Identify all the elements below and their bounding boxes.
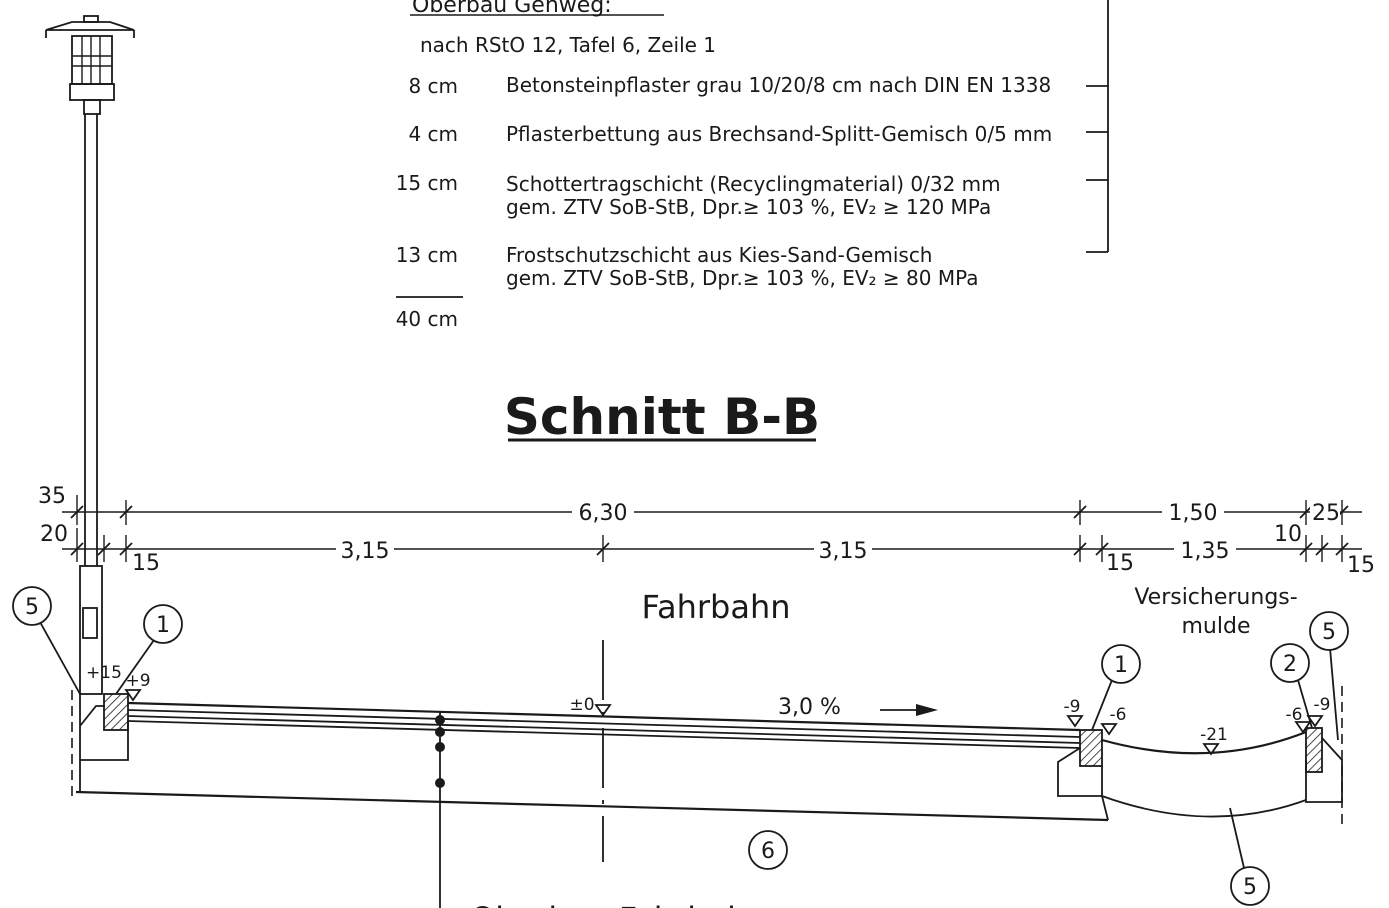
dim-left-15: 15 xyxy=(132,551,160,576)
layer-thickness: 8 cm xyxy=(408,74,458,98)
dim-half-right: 3,15 xyxy=(819,539,868,564)
height-left-9: +9 xyxy=(125,671,150,691)
dim-right-25: 25 xyxy=(1312,501,1340,526)
oberbau-heading: Oberbau Gehweg: xyxy=(412,0,612,18)
callout-5-left: 5 xyxy=(25,595,39,620)
height-left-15: +15 xyxy=(86,663,122,683)
dim-mid-15: 15 xyxy=(1106,551,1134,576)
dimension-chain-top: 6,30 1,50 25 35 xyxy=(38,484,1362,526)
height-right-9b: -9 xyxy=(1314,695,1331,715)
dim-half-left: 3,15 xyxy=(341,539,390,564)
height-markers: +15 +9 ±0 -9 -6 -21 -6 -9 xyxy=(86,663,1331,756)
layer-description: Schottertragschicht (Recyclingmaterial) … xyxy=(506,172,1001,196)
curb-right xyxy=(1079,729,1103,767)
mulde-base xyxy=(1101,795,1307,818)
height-mulde-21: -21 xyxy=(1200,725,1228,745)
curb-left xyxy=(103,693,129,731)
height-axis: ±0 xyxy=(569,695,594,715)
callout-6: 6 xyxy=(761,839,775,864)
duct-markers xyxy=(435,712,445,908)
layer-description: Frostschutzschicht aus Kies-Sand-Gemisch xyxy=(506,243,932,267)
layer-thickness: 15 cm xyxy=(396,171,458,195)
dim-mulde-inner: 1,35 xyxy=(1181,539,1230,564)
curb-outer xyxy=(1305,727,1323,773)
callout-5-right: 5 xyxy=(1322,620,1336,645)
dim-road-width: 6,30 xyxy=(579,501,628,526)
dimension-chain-bottom: 3,15 3,15 1,35 20 15 15 10 15 xyxy=(40,522,1375,578)
mulde-surface xyxy=(1101,730,1307,755)
oberbau-legend: Oberbau Gehweg: nach RStO 12, Tafel 6, Z… xyxy=(396,0,1109,331)
label-mulde-1: Versicherungs- xyxy=(1134,585,1297,610)
oberbau-norm: nach RStO 12, Tafel 6, Zeile 1 xyxy=(420,33,716,57)
dim-right-10: 10 xyxy=(1274,522,1302,547)
label-fahrbahn: Fahrbahn xyxy=(642,588,791,626)
slope-arrowhead xyxy=(916,704,938,716)
height-right-6b: -6 xyxy=(1286,705,1303,725)
street-lamp xyxy=(45,15,135,695)
callout-1-right: 1 xyxy=(1114,653,1128,678)
dim-left-35: 35 xyxy=(38,484,66,509)
layer-description: Pflasterbettung aus Brechsand-Splitt-Gem… xyxy=(506,122,1052,146)
dim-right-15: 15 xyxy=(1347,553,1375,578)
layer-thickness: 13 cm xyxy=(396,243,458,267)
label-slope: 3,0 % xyxy=(778,695,841,720)
dim-left-20: 20 xyxy=(40,522,68,547)
height-right-9a: -9 xyxy=(1064,697,1081,717)
layer-description-2: gem. ZTV SoB-StB, Dpr.≥ 103 %, EV₂ ≥ 80 … xyxy=(506,266,979,290)
dim-mulde-width: 1,50 xyxy=(1169,501,1218,526)
label-mulde-2: mulde xyxy=(1182,614,1251,639)
layer-description-2: gem. ZTV SoB-StB, Dpr.≥ 103 %, EV₂ ≥ 120… xyxy=(506,195,991,219)
section-title: Schnitt B-B xyxy=(504,388,820,446)
callouts: 5 1 1 2 5 6 5 xyxy=(12,586,1349,906)
callout-5-bottom: 5 xyxy=(1243,875,1257,900)
layer-total: 40 cm xyxy=(396,307,458,331)
label-bottom: Oberbau Fahrbahn xyxy=(470,900,768,908)
layer-bracket xyxy=(1086,0,1109,253)
callout-1-left: 1 xyxy=(156,613,170,638)
road-section xyxy=(71,686,1343,830)
layer-description: Betonsteinpflaster grau 10/20/8 cm nach … xyxy=(506,73,1051,97)
callout-2-right: 2 xyxy=(1283,652,1297,677)
height-right-6a: -6 xyxy=(1110,705,1127,725)
layer-thickness: 4 cm xyxy=(408,122,458,146)
